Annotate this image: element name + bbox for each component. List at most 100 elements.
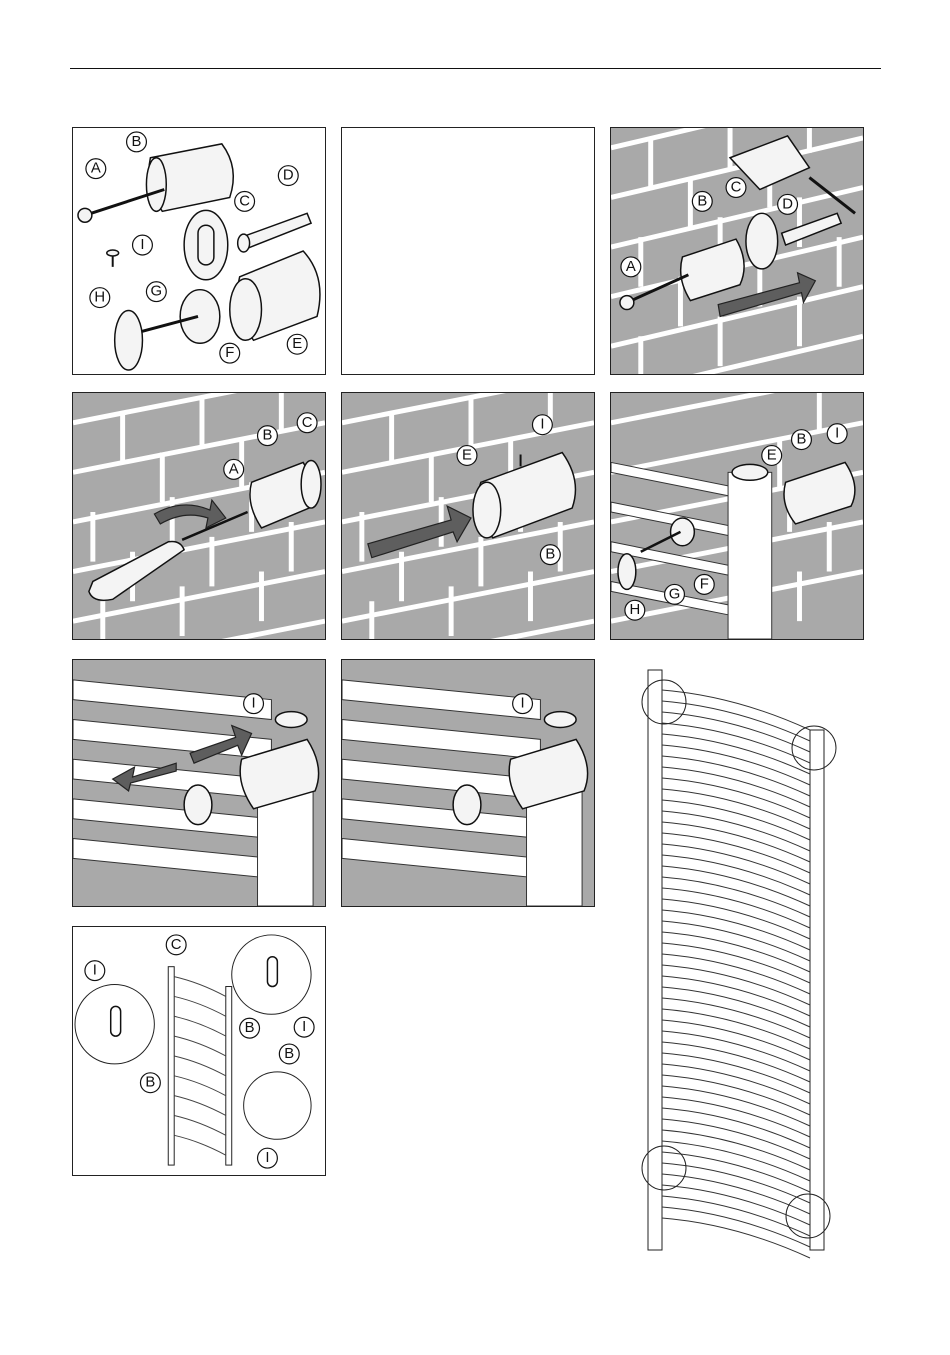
radiator-bars (662, 690, 810, 1258)
panel-blank (341, 127, 595, 375)
callout-a: A (224, 459, 244, 479)
callout-i: I (244, 694, 264, 714)
svg-text:D: D (283, 168, 294, 184)
callout-i: I (294, 1017, 314, 1037)
callout-d: D (278, 166, 298, 186)
radiator-overview (620, 660, 850, 1260)
radiator-bar (662, 1031, 810, 1071)
plate-c (301, 460, 321, 508)
radiator-bar (662, 734, 810, 774)
svg-text:H: H (94, 290, 105, 306)
svg-text:I: I (93, 963, 97, 979)
radiator-bar (662, 998, 810, 1038)
svg-text:I: I (140, 237, 144, 253)
svg-text:B: B (697, 193, 707, 209)
svg-text:F: F (225, 345, 234, 361)
callout-h: H (90, 288, 110, 308)
svg-text:B: B (545, 547, 555, 563)
radiator-bar (662, 965, 810, 1005)
radiator-bar (662, 1130, 810, 1170)
plug-d-end (238, 234, 250, 252)
svg-text:B: B (145, 1075, 155, 1091)
screw-a-head (78, 208, 92, 222)
svg-text:B: B (797, 432, 807, 448)
callout-g: G (665, 584, 685, 604)
callout-b: B (692, 191, 712, 211)
svg-text:E: E (292, 336, 302, 352)
detail-circle-top-right (232, 935, 311, 1014)
drill-illustration: C B D A (611, 128, 863, 374)
radiator-bar (662, 1185, 810, 1225)
radiator-bar (662, 833, 810, 873)
panel-cap-fit: I E B (341, 392, 595, 640)
callout-a: A (621, 257, 641, 277)
svg-text:C: C (239, 193, 250, 209)
radiator-bar (662, 1042, 810, 1082)
callout-f: F (694, 575, 714, 595)
radiator-bar (662, 1119, 810, 1159)
cover-h (115, 311, 143, 371)
radiator-bar (662, 866, 810, 906)
cover-h (184, 785, 212, 825)
svg-text:H: H (629, 602, 640, 618)
svg-text:I: I (540, 417, 544, 433)
radiator-bar (662, 756, 810, 796)
radiator-bar (662, 745, 810, 785)
svg-text:B: B (262, 428, 272, 444)
screw-a-head (620, 296, 634, 310)
radiator-bar (662, 789, 810, 829)
radiator-bar (662, 712, 810, 752)
radiator-bar (662, 811, 810, 851)
callout-e: E (457, 446, 477, 466)
parts-illustration: A B C D I H G F E (73, 128, 325, 374)
radiator-bar (662, 1064, 810, 1104)
radiator-bar (662, 1207, 810, 1247)
svg-text:I: I (520, 696, 524, 712)
radiator-bar (662, 1108, 810, 1148)
svg-text:A: A (91, 161, 101, 177)
cover-h (453, 785, 481, 825)
svg-text:E: E (767, 447, 777, 463)
drill-bit (809, 178, 855, 214)
sleeve-b-face (146, 158, 166, 212)
svg-text:D: D (782, 196, 793, 212)
plug-d (242, 213, 311, 249)
upright-top (275, 712, 307, 728)
cap-e-face (230, 279, 262, 341)
callout-b: B (540, 545, 560, 565)
radiator-bar (662, 1053, 810, 1093)
svg-text:B: B (245, 1020, 255, 1036)
callout-g: G (146, 282, 166, 302)
svg-text:E: E (462, 447, 472, 463)
svg-text:I: I (835, 426, 839, 442)
radiator-bar (662, 1020, 810, 1060)
right-upright (810, 730, 824, 1250)
screwdriver (89, 541, 184, 600)
radiator-bar (662, 943, 810, 983)
radiator-bar (662, 767, 810, 807)
svg-text:I: I (265, 1150, 269, 1166)
radiator-bar (662, 910, 810, 950)
callout-i: I (133, 235, 153, 255)
callout-i: I (513, 694, 533, 714)
svg-text:G: G (151, 284, 163, 300)
radiator-bar (662, 1163, 810, 1203)
cap-illustration: I E B (342, 393, 594, 639)
mini-radiator (168, 967, 231, 1165)
radiator-bar (662, 877, 810, 917)
callout-d: D (778, 194, 798, 214)
callout-c: C (235, 191, 255, 211)
callout-b: B (279, 1044, 299, 1064)
callout-i: I (532, 415, 552, 435)
svg-text:C: C (302, 415, 313, 431)
panel-slide: I (72, 659, 326, 907)
callout-i: I (827, 424, 847, 444)
radiator-bar (662, 954, 810, 994)
plate-c (184, 210, 228, 279)
radiator-bar (662, 888, 810, 928)
radiator-bar (662, 1152, 810, 1192)
radiator-bar (662, 976, 810, 1016)
radiator-bar (662, 1196, 810, 1236)
radiator-bar (662, 932, 810, 972)
radiator-bar (662, 844, 810, 884)
